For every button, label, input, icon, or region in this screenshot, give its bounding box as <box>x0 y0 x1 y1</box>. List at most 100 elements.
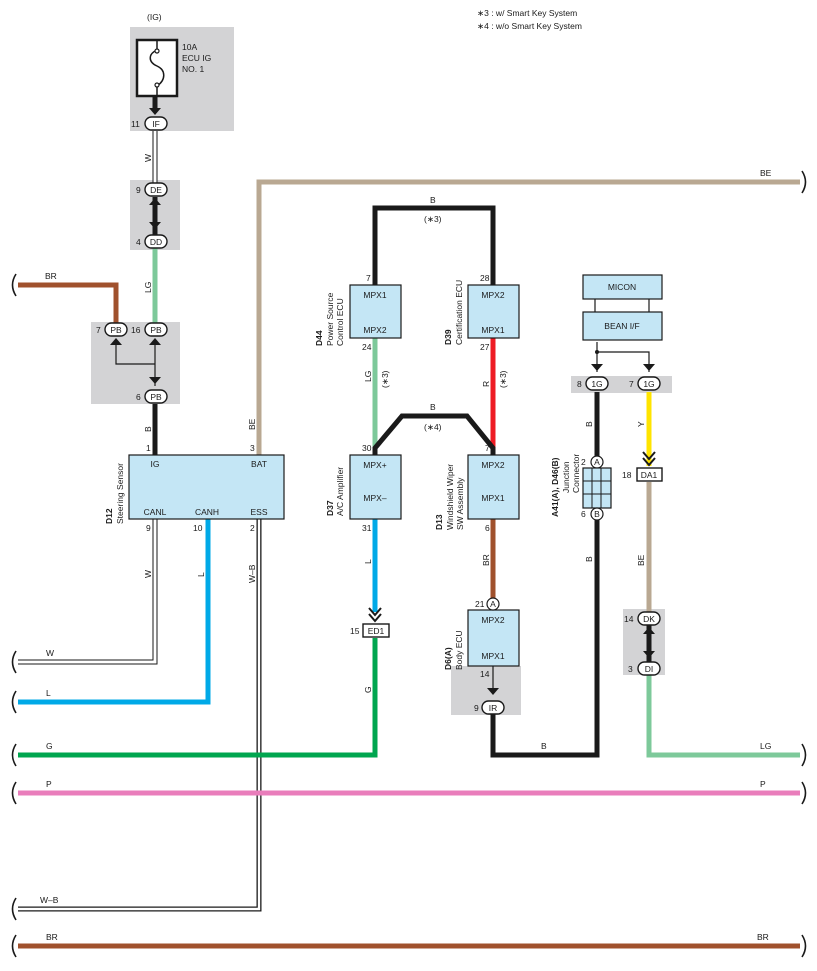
connector-ed1: ED1 15 <box>350 607 390 638</box>
fuse-end-bottom <box>154 82 160 88</box>
svg-text:P: P <box>46 779 52 789</box>
wire-labels: W LG BR B BE BE B (∗3) LG (∗3) B (∗4) R … <box>40 154 772 942</box>
legend-notes: ∗3 : w/ Smart Key System ∗4 : w/o Smart … <box>477 8 582 31</box>
svg-text:21: 21 <box>475 599 485 609</box>
svg-text:MPX1: MPX1 <box>481 651 504 661</box>
svg-text:B: B <box>594 509 600 519</box>
svg-text:R: R <box>481 381 491 387</box>
fuse-symbol <box>149 40 165 96</box>
svg-text:7: 7 <box>629 379 634 389</box>
svg-text:(∗3): (∗3) <box>424 214 442 224</box>
bracket-left-br <box>11 273 17 297</box>
svg-text:6: 6 <box>136 392 141 402</box>
connector-dk: DK 14 <box>624 611 661 626</box>
svg-text:28: 28 <box>480 273 490 283</box>
svg-text:D13: D13 <box>434 514 444 530</box>
svg-text:9: 9 <box>136 185 141 195</box>
arrow-da1-icon <box>642 451 656 467</box>
wire-be-bat <box>256 179 800 455</box>
bracket-left-p <box>11 781 17 805</box>
steering-sensor-canl: CANL <box>144 507 167 517</box>
svg-text:7: 7 <box>96 325 101 335</box>
steering-sensor-canh: CANH <box>195 507 219 517</box>
note-no-smart-key: ∗4 : w/o Smart Key System <box>477 21 582 31</box>
wire-b-top-loop <box>372 205 496 285</box>
svg-text:9: 9 <box>474 703 479 713</box>
svg-text:DI: DI <box>645 664 654 674</box>
svg-text:BE: BE <box>247 418 257 430</box>
svg-text:BE: BE <box>760 168 772 178</box>
svg-text:MPX2: MPX2 <box>481 615 504 625</box>
svg-text:LG: LG <box>760 741 771 751</box>
svg-text:G: G <box>363 686 373 693</box>
svg-text:W: W <box>46 648 54 658</box>
bracket-left-g <box>11 743 17 767</box>
arrow-pb-icon <box>110 338 161 384</box>
svg-text:B: B <box>584 421 594 427</box>
wires <box>18 131 800 949</box>
svg-text:W–B: W–B <box>247 564 257 583</box>
svg-text:27: 27 <box>480 342 490 352</box>
svg-text:P: P <box>760 779 766 789</box>
arrow-dk-di-icon <box>643 627 655 658</box>
bean-label: BEAN I/F <box>604 321 639 331</box>
svg-text:14: 14 <box>480 669 490 679</box>
svg-text:PB: PB <box>150 325 162 335</box>
svg-text:L: L <box>196 572 206 577</box>
svg-text:MPX1: MPX1 <box>481 325 504 335</box>
wire-bean-thin <box>596 342 650 372</box>
svg-text:Body ECU: Body ECU <box>454 630 464 670</box>
svg-text:8: 8 <box>577 379 582 389</box>
svg-text:15: 15 <box>350 626 360 636</box>
svg-text:MPX1: MPX1 <box>481 493 504 503</box>
bracket-left-w <box>11 650 17 674</box>
svg-text:A: A <box>594 457 600 467</box>
svg-text:11: 11 <box>131 119 140 129</box>
connector-pb16: PB 16 <box>131 322 168 337</box>
arrow-de-dd-icon <box>149 198 161 229</box>
svg-text:BR: BR <box>481 554 491 566</box>
svg-text:24: 24 <box>362 342 372 352</box>
bracket-right-br <box>801 934 807 958</box>
fuse-name-1: ECU IG <box>182 53 211 63</box>
svg-text:MPX–: MPX– <box>363 493 386 503</box>
svg-text:BR: BR <box>46 932 58 942</box>
steering-sensor-ig: IG <box>151 459 160 469</box>
bus-brackets <box>11 170 807 958</box>
junction-connector: A 2 B 6 A41(A), D46(B) Junction Connecto… <box>550 454 612 521</box>
svg-text:MPX+: MPX+ <box>363 460 386 470</box>
svg-text:14: 14 <box>624 614 634 624</box>
wire-wb-ess <box>18 519 262 912</box>
micon-bean: MICON BEAN I/F <box>582 274 663 354</box>
svg-text:BR: BR <box>757 932 769 942</box>
steering-sensor: IG BAT CANL CANH ESS 1 3 9 10 2 D12 Stee… <box>104 443 285 533</box>
svg-text:B: B <box>541 741 547 751</box>
wire-lg-right <box>646 675 800 758</box>
svg-text:A: A <box>490 599 496 609</box>
svg-text:3: 3 <box>628 664 633 674</box>
svg-text:6: 6 <box>485 523 490 533</box>
bracket-right-p <box>801 781 807 805</box>
fuse-ecu-ig: (IG) 10A ECU IG NO. 1 <box>135 12 211 115</box>
connector-1g-b: 1G 7 <box>629 364 661 391</box>
bracket-left-br2 <box>11 934 17 958</box>
svg-text:A/C Amplifier: A/C Amplifier <box>335 467 345 516</box>
svg-text:2: 2 <box>581 457 586 467</box>
connector-1g-a: 1G 8 <box>577 364 609 391</box>
power-source-ecu: MPX1 MPX2 7 24 D44 Power Source Control … <box>314 273 402 352</box>
wire-br-pb7 <box>18 282 119 323</box>
svg-text:MPX1: MPX1 <box>363 290 386 300</box>
svg-text:(∗3): (∗3) <box>498 370 508 388</box>
connector-pb7: PB 7 <box>96 322 128 337</box>
connector-da1: DA1 18 <box>622 451 663 482</box>
svg-text:7: 7 <box>485 443 490 453</box>
svg-text:PB: PB <box>150 392 162 402</box>
svg-text:BR: BR <box>45 271 57 281</box>
svg-text:1G: 1G <box>643 379 654 389</box>
connector-di: DI 3 <box>628 661 661 676</box>
svg-text:10: 10 <box>193 523 203 533</box>
svg-text:1: 1 <box>146 443 151 453</box>
svg-text:MPX2: MPX2 <box>481 460 504 470</box>
connector-de: DE 9 <box>136 182 168 197</box>
